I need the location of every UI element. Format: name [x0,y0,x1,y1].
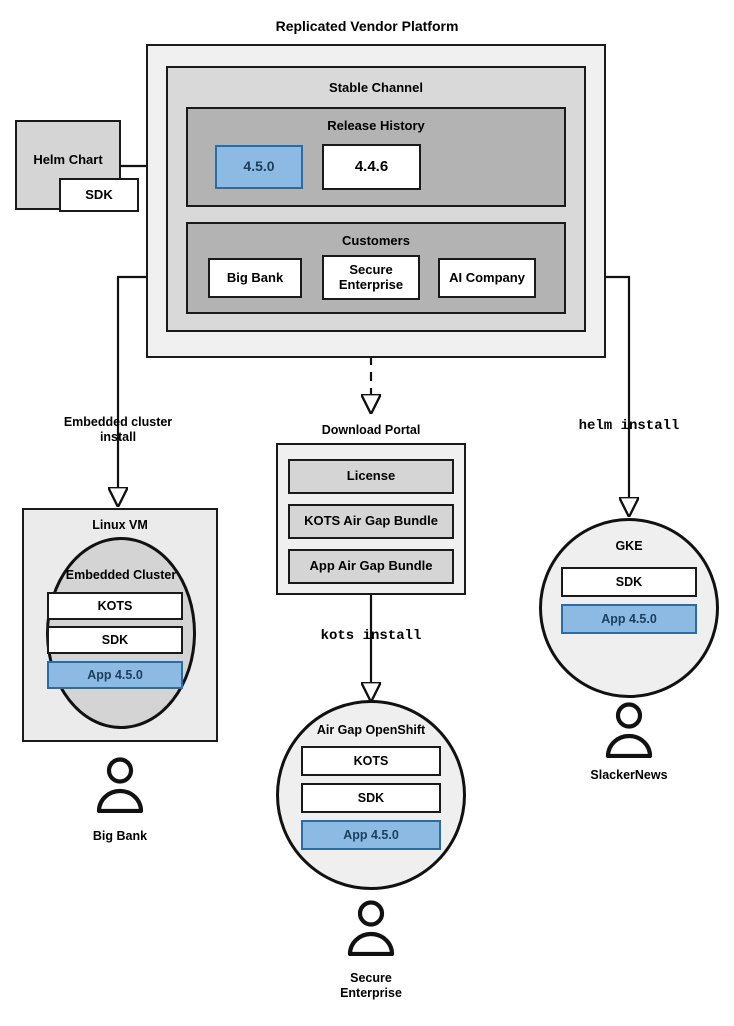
download-portal-artifact-kots-air-gap-bundle[interactable]: KOTS Air Gap Bundle [288,504,454,539]
download-portal-artifact-app-air-gap-bundle[interactable]: App Air Gap Bundle [288,549,454,584]
linux-vm-component-kots[interactable]: KOTS [47,592,183,620]
person-icon [347,900,395,957]
helm-chart-box[interactable]: Helm Chart SDK [15,120,139,212]
secure-enterprise-avatar [344,900,398,957]
gke-component-app[interactable]: App 4.5.0 [561,604,697,634]
stable-channel-label: Stable Channel [329,80,423,95]
person-icon [605,702,653,759]
slackernews-avatar [602,702,656,759]
gke-component-sdk[interactable]: SDK [561,567,697,597]
embedded-cluster-title: Embedded Cluster [65,568,177,582]
helm-chart-label: Helm Chart [33,152,103,167]
linux-vm-component-sdk[interactable]: SDK [47,626,183,654]
gke-title: GKE [615,539,643,553]
customers-label: Customers [342,233,410,248]
linux-vm-title: Linux VM [92,518,148,532]
secure-enterprise-actor-label: Secure Enterprise [340,971,402,1000]
customer-big-bank[interactable]: Big Bank [208,258,302,298]
download-portal-artifact-license[interactable]: License [288,459,454,494]
flow-label-kots-install: kots install [320,628,422,644]
helm-chart-sdk-box[interactable]: SDK [59,178,139,212]
person-icon [96,757,144,814]
air-gap-openshift-component-sdk[interactable]: SDK [301,783,441,813]
release-version-4-5-0[interactable]: 4.5.0 [215,145,303,189]
download-portal-title: Download Portal [321,423,421,437]
flow-label-helm-install: helm install [578,418,680,434]
linux-vm-component-app[interactable]: App 4.5.0 [47,661,183,689]
flow-label-embedded-cluster-install: Embedded cluster install [63,415,173,444]
customer-ai-company[interactable]: AI Company [438,258,536,298]
air-gap-openshift-component-kots[interactable]: KOTS [301,746,441,776]
release-version-4-4-6[interactable]: 4.4.6 [322,144,421,190]
page-title: Replicated Vendor Platform [275,18,459,34]
release-history-label: Release History [327,118,425,133]
customer-secure-enterprise[interactable]: Secure Enterprise [322,255,420,300]
air-gap-openshift-component-app[interactable]: App 4.5.0 [301,820,441,850]
big-bank-actor-label: Big Bank [92,829,148,843]
big-bank-avatar [93,757,147,814]
air-gap-openshift-title: Air Gap OpenShift [316,723,426,737]
slackernews-actor-label: SlackerNews [590,768,668,782]
